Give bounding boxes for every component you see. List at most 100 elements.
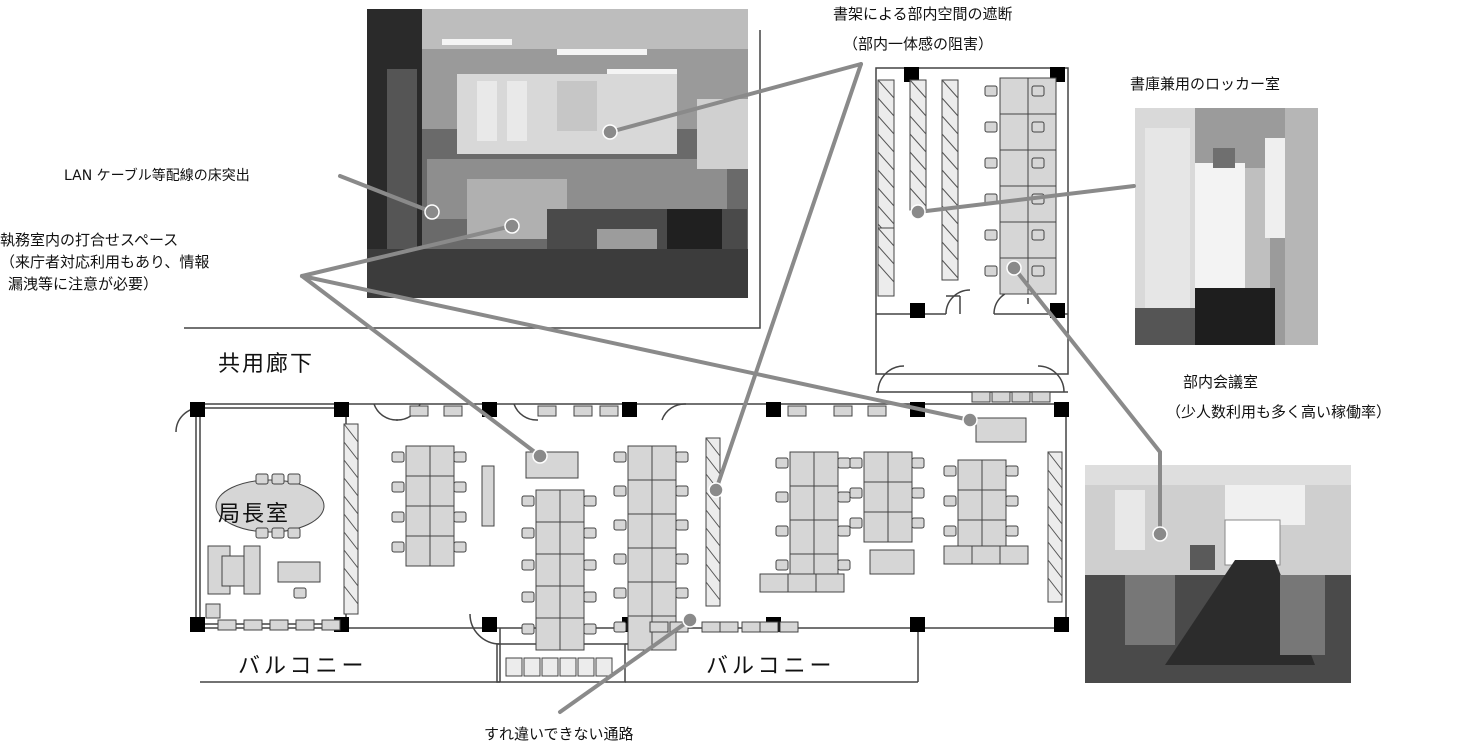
bookshelf	[577, 657, 595, 677]
cabinet	[409, 405, 429, 417]
desk	[651, 581, 677, 617]
desk	[405, 445, 431, 477]
shelf-hatch	[1047, 523, 1063, 543]
cabinet	[269, 619, 289, 631]
chair	[1031, 265, 1045, 277]
callout-dot	[682, 612, 698, 628]
chair	[521, 527, 535, 539]
structural-column	[190, 402, 205, 417]
chair	[1031, 229, 1045, 241]
chair	[837, 491, 851, 503]
structural-column	[1054, 617, 1069, 632]
chair	[583, 527, 597, 539]
chair	[453, 451, 467, 463]
desk	[535, 617, 561, 651]
chair	[837, 559, 851, 571]
desk	[999, 77, 1029, 115]
shelf-hatch	[909, 97, 927, 117]
chair	[583, 559, 597, 571]
desk	[535, 585, 561, 619]
shelves-blocking-sublabel: （部内一体感の阻害）	[843, 35, 994, 53]
desk	[999, 149, 1029, 187]
chair	[943, 465, 957, 477]
desk	[559, 553, 585, 587]
shelf-hatch	[877, 205, 895, 225]
chair	[984, 85, 998, 97]
chair	[943, 525, 957, 537]
bookshelf	[505, 657, 523, 677]
desk	[651, 445, 677, 481]
chair	[287, 473, 301, 485]
conference-table	[975, 417, 1027, 443]
chair	[837, 525, 851, 537]
desk	[277, 561, 321, 583]
chair	[849, 457, 863, 469]
shelf-hatch	[941, 133, 959, 153]
shelf-hatch	[877, 169, 895, 189]
desk	[813, 519, 839, 555]
desk	[429, 475, 455, 507]
cabinet	[867, 405, 887, 417]
shelf-hatch	[941, 187, 959, 207]
chair	[287, 527, 301, 539]
chair	[775, 457, 789, 469]
chair	[583, 495, 597, 507]
callout-meeting-plan	[300, 274, 542, 458]
chair	[675, 587, 689, 599]
meeting-space-note-2: 漏洩等に注意が必要）	[8, 275, 159, 293]
structural-column	[190, 617, 205, 632]
corridor-label: 共用廊下	[218, 352, 315, 377]
shelf-hatch	[877, 245, 895, 265]
callout-narrow-passage	[558, 618, 692, 714]
desk	[559, 585, 585, 619]
cabinet	[1011, 391, 1031, 403]
cabinet	[649, 621, 669, 633]
desk	[981, 459, 1007, 491]
callout-dot	[910, 204, 926, 220]
shelf-hatch	[877, 187, 895, 207]
shelf-hatch	[705, 437, 721, 457]
shelf-hatch	[343, 567, 359, 587]
chair	[391, 511, 405, 523]
shelf-hatch	[909, 115, 927, 135]
shelf-hatch	[343, 441, 359, 461]
desk	[405, 535, 431, 567]
locker-room-label: 書庫兼用のロッカー室	[1130, 75, 1281, 93]
shelf-hatch	[343, 495, 359, 515]
cabinet	[243, 619, 263, 631]
shelf-hatch	[343, 531, 359, 551]
chair	[911, 517, 925, 529]
callout-dot	[708, 482, 724, 498]
cabinet	[205, 603, 221, 619]
callout-lan-cable	[338, 174, 434, 214]
desk	[627, 615, 653, 651]
desk	[535, 521, 561, 555]
chair	[1005, 525, 1019, 537]
shelf-hatch	[1047, 541, 1063, 561]
desk	[535, 489, 561, 523]
chair	[613, 587, 627, 599]
chair	[675, 485, 689, 497]
cabinet	[971, 391, 991, 403]
cabinet	[787, 405, 807, 417]
shelf-hatch	[705, 527, 721, 547]
chair	[391, 541, 405, 553]
desk	[787, 573, 817, 593]
desk	[559, 617, 585, 651]
shelf-hatch	[343, 585, 359, 605]
desk	[813, 485, 839, 521]
callout-locker-room	[916, 184, 1136, 214]
cabinet	[741, 621, 761, 633]
structural-column	[622, 402, 637, 417]
chair	[775, 559, 789, 571]
meeting-table	[869, 549, 915, 575]
meeting-space-label: 執務室内の打合せスペース	[0, 231, 179, 249]
desk	[999, 185, 1029, 223]
chair	[521, 623, 535, 635]
balcony-left-label: バルコニー	[238, 654, 368, 679]
shelf-hatch	[941, 241, 959, 261]
lan-cable-label: LAN ケーブル等配線の床突出	[64, 168, 250, 184]
meeting-space-note-1: （来庁者対応利用もあり、情報	[0, 253, 210, 271]
shelf-hatch	[877, 263, 895, 283]
